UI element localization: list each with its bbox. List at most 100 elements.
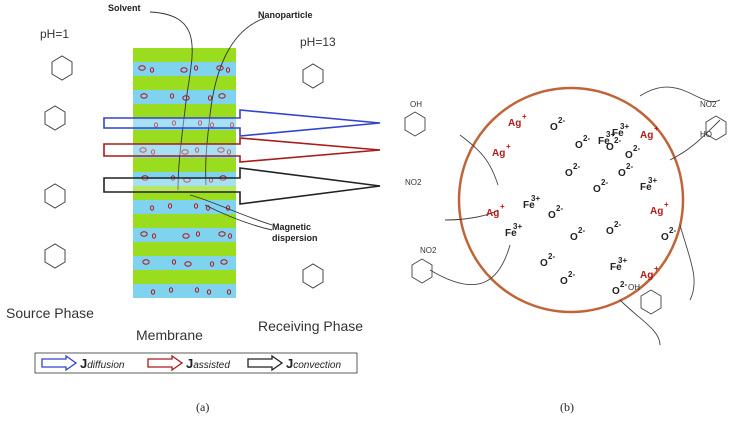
nanoparticle-dot	[182, 233, 190, 239]
membrane-stripe-blue	[133, 284, 236, 298]
membrane-stripe-green	[133, 270, 236, 284]
caption-a: (a)	[196, 400, 210, 414]
ion-charge: +	[500, 202, 505, 211]
ph-left-label: pH=1	[40, 27, 70, 41]
ion-o: O	[612, 286, 620, 297]
legend-arrow-assisted	[147, 354, 184, 372]
ion-charge: 2-	[669, 226, 677, 235]
ion-charge: 2-	[614, 136, 622, 145]
ion-charge: 3+	[620, 122, 630, 131]
ion-fe: Fe	[610, 262, 622, 273]
tether-lower-right	[679, 224, 695, 301]
ion-charge: 2-	[568, 270, 576, 279]
nanoparticle-dot	[193, 65, 199, 71]
membrane-stripe-blue	[133, 90, 236, 104]
ion-charge: 3+	[648, 176, 658, 185]
nanoparticle-label: Nanoparticle	[258, 10, 313, 20]
nanoparticle-dot	[181, 149, 189, 155]
solvent-label: Solvent	[108, 3, 141, 13]
nanoparticle-dot	[168, 287, 174, 293]
magnetic-callout-line	[189, 194, 273, 226]
ion-charge: +	[654, 264, 659, 273]
legend-j-symbol: J	[80, 356, 88, 371]
nanoparticle-dot	[194, 147, 200, 153]
legend-arrow-diffusion	[41, 354, 78, 372]
membrane-stripe-green	[133, 214, 236, 228]
ion-o: O	[570, 232, 578, 243]
magnetic-callout-line-2	[204, 204, 273, 231]
ion-o: O	[606, 226, 614, 237]
nanoparticle-dot	[227, 233, 233, 239]
ion-charge: +	[506, 142, 511, 151]
membrane-stripe-green	[133, 242, 236, 256]
nitrophenol-ring-2	[44, 105, 66, 131]
ion-o: O	[661, 232, 669, 243]
nanoparticle-dot	[149, 205, 155, 211]
membrane-stripe-green	[133, 186, 236, 200]
membrane-stripe-blue	[133, 62, 236, 76]
nanoparticle-dot	[218, 93, 226, 99]
ion-charge: +	[522, 112, 527, 121]
phenol-ring-b3	[411, 258, 433, 284]
arrow-assisted	[103, 137, 381, 163]
nanoparticle-dot	[140, 93, 148, 99]
nanoparticle-dot	[226, 289, 232, 295]
ion-fe: Fe	[612, 128, 624, 139]
solvent-callout-line	[149, 11, 193, 191]
ion-charge: 3+	[618, 256, 628, 265]
nanoparticle-dot	[218, 231, 226, 237]
nanoparticle-dot	[169, 93, 175, 99]
ion-charge: 2-	[620, 280, 628, 289]
nitrophenol-ring-3	[44, 183, 66, 209]
ion-ag: Ag	[640, 270, 654, 281]
nanoparticle-dot	[216, 65, 224, 71]
nanoparticle-dot	[195, 231, 201, 237]
nitrophenol-ring-1	[51, 55, 73, 81]
legend-frame	[34, 352, 358, 374]
nanoparticle-dot	[184, 261, 192, 267]
nanoparticle-dot	[197, 120, 203, 126]
membrane-stripe-blue	[133, 228, 236, 242]
nanoparticle-dot	[180, 67, 188, 73]
nanoparticle-dot	[150, 149, 156, 155]
substituent-label: NO2	[420, 246, 437, 255]
ion-charge: 2-	[548, 252, 556, 261]
ion-o: O	[606, 142, 614, 153]
nanoparticle-dot	[140, 231, 148, 237]
substituent-label: NO2	[700, 100, 717, 109]
ion-fe: Fe	[640, 182, 652, 193]
ion-fe: Fe	[523, 200, 535, 211]
ion-fe: Fe	[598, 136, 610, 147]
tether-right	[669, 119, 721, 161]
ion-charge: 2-	[633, 144, 641, 153]
ion-charge: 2-	[626, 162, 634, 171]
nanoparticle-dot	[149, 67, 155, 73]
substituent-label: HO	[700, 130, 712, 139]
nanoparticle-circle	[457, 86, 685, 314]
substituent-label: OH	[410, 100, 422, 109]
legend-j-symbol: J	[186, 356, 194, 371]
nanoparticle-dot	[220, 259, 228, 265]
phenol-ring-b2	[705, 115, 727, 141]
nanoparticle-dot	[207, 95, 213, 101]
phenolate-ring-1	[302, 63, 324, 89]
dispersion-label: dispersion	[272, 233, 318, 243]
legend-j-convection: Jconvection	[286, 356, 341, 371]
ion-ag: Ag	[486, 208, 500, 219]
membrane-layers	[133, 48, 236, 298]
ion-o: O	[565, 168, 573, 179]
arrow-convection	[103, 167, 381, 205]
ion-charge: 2-	[573, 162, 581, 171]
nanoparticle-dot	[171, 259, 177, 265]
ion-o: O	[560, 276, 568, 287]
molecule-structures-a	[44, 55, 324, 289]
ion-charge: 2-	[578, 226, 586, 235]
ion-o: O	[548, 210, 556, 221]
phenol-ring-b4	[640, 289, 662, 315]
ion-o: O	[540, 258, 548, 269]
ion-charge: 3+	[531, 194, 541, 203]
nanoparticle-dot	[226, 149, 232, 155]
legend-convection-sub: convection	[293, 360, 342, 371]
nanoparticle-dot	[217, 147, 225, 153]
